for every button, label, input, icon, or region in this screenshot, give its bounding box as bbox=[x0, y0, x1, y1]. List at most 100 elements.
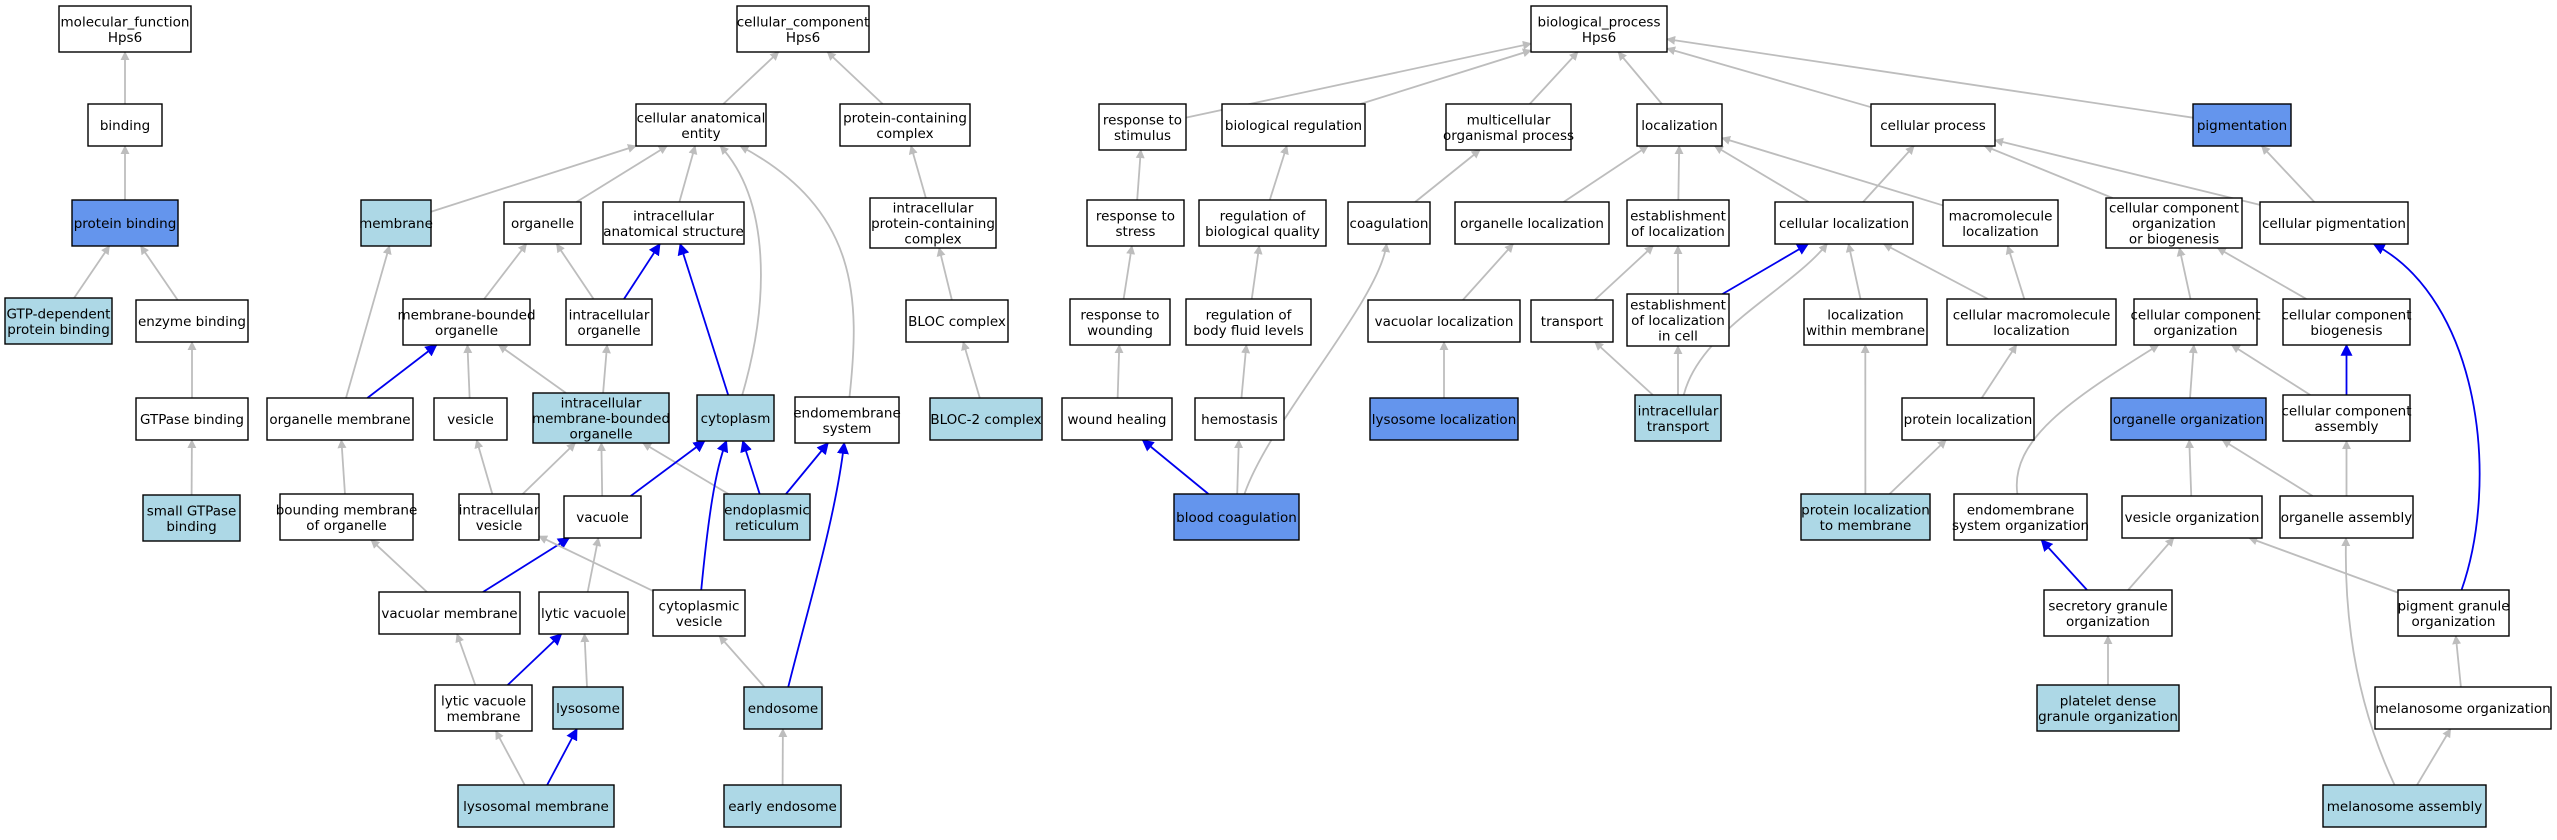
node-vesorg[interactable]: vesicle organization bbox=[2122, 496, 2262, 538]
node-transport[interactable]: transport bbox=[1531, 300, 1613, 342]
node-vacmem[interactable]: vacuolar membrane bbox=[379, 592, 520, 634]
node-coag[interactable]: coagulation bbox=[1348, 202, 1430, 244]
node-label: multicellular bbox=[1467, 112, 1551, 128]
node-cellpig[interactable]: cellular pigmentation bbox=[2260, 202, 2408, 244]
node-endosome[interactable]: endosome bbox=[744, 687, 822, 729]
node-orgmem[interactable]: organelle membrane bbox=[267, 398, 413, 440]
node-label: localization bbox=[1827, 307, 1903, 323]
edge-cytoplasm-to-ias bbox=[680, 244, 728, 395]
node-melorg[interactable]: melanosome organization bbox=[2375, 687, 2551, 729]
node-protloc[interactable]: protein localization bbox=[1902, 398, 2034, 440]
node-label: cellular_component bbox=[737, 14, 869, 30]
node-label: body fluid levels bbox=[1193, 323, 1304, 339]
node-gtpase[interactable]: GTPase binding bbox=[136, 398, 248, 440]
edge-cellpig-to-pigm bbox=[2262, 146, 2315, 202]
node-pb[interactable]: protein binding bbox=[72, 200, 178, 246]
node-pigm[interactable]: pigmentation bbox=[2193, 104, 2291, 146]
edge-hemo-to-rbfl bbox=[1241, 345, 1246, 398]
node-organelle[interactable]: organelle bbox=[504, 202, 581, 244]
node-vesicle[interactable]: vesicle bbox=[434, 398, 507, 440]
node-label: protein-containing bbox=[871, 216, 995, 232]
node-orgloc[interactable]: organelle localization bbox=[1455, 202, 1609, 244]
node-label: organelle bbox=[435, 323, 498, 339]
node-label: cellular component bbox=[2281, 403, 2411, 419]
node-loc[interactable]: localization bbox=[1637, 104, 1722, 146]
node-label: intracellular bbox=[633, 208, 714, 224]
node-label: BLOC-2 complex bbox=[930, 412, 1041, 428]
node-melass[interactable]: melanosome assembly bbox=[2323, 785, 2486, 827]
node-vacloc[interactable]: vacuolar localization bbox=[1368, 300, 1520, 342]
node-label: cellular component bbox=[2281, 307, 2411, 323]
node-early[interactable]: early endosome bbox=[724, 785, 841, 827]
node-binding[interactable]: binding bbox=[88, 104, 162, 146]
node-vacuole[interactable]: vacuole bbox=[564, 496, 641, 538]
edge-imbo-to-mbo bbox=[499, 345, 566, 393]
node-label: biological quality bbox=[1205, 224, 1320, 240]
node-membrane[interactable]: membrane bbox=[359, 200, 433, 246]
node-label: localization bbox=[1962, 224, 2038, 240]
node-wound[interactable]: wound healing bbox=[1062, 398, 1172, 440]
node-bloc[interactable]: BLOC complex bbox=[906, 300, 1008, 342]
edge-pgo-to-vesorg bbox=[2249, 538, 2398, 593]
node-lysosome[interactable]: lysosome bbox=[553, 687, 623, 729]
node-lytvac[interactable]: lytic vacuole bbox=[539, 592, 628, 634]
node-label: Hps6 bbox=[108, 30, 142, 46]
node-enz[interactable]: enzyme binding bbox=[136, 300, 248, 342]
node-orgassem[interactable]: organelle assembly bbox=[2280, 496, 2413, 538]
node-lysloc[interactable]: lysosome localization bbox=[1370, 398, 1518, 440]
edge-rbfl-to-rbq bbox=[1252, 246, 1259, 299]
node-hemo[interactable]: hemostasis bbox=[1195, 398, 1284, 440]
node-lysmem[interactable]: lysosomal membrane bbox=[458, 785, 614, 827]
edge-coag-to-mop bbox=[1415, 150, 1480, 202]
node-cytoplasm[interactable]: cytoplasm bbox=[697, 395, 774, 441]
edge-enz-to-pb bbox=[141, 246, 178, 300]
node-bcoag[interactable]: blood coagulation bbox=[1174, 494, 1299, 540]
node-bloc2[interactable]: BLOC-2 complex bbox=[930, 398, 1042, 440]
node-orgorg[interactable]: organelle organization bbox=[2111, 398, 2266, 440]
node-label: response to bbox=[1096, 208, 1175, 224]
node-breg[interactable]: biological regulation bbox=[1222, 104, 1365, 146]
node-cellproc[interactable]: cellular process bbox=[1871, 104, 1995, 146]
edge-cytoplasm-to-cae bbox=[720, 146, 761, 395]
node-cellloc[interactable]: cellular localization bbox=[1775, 202, 1913, 244]
